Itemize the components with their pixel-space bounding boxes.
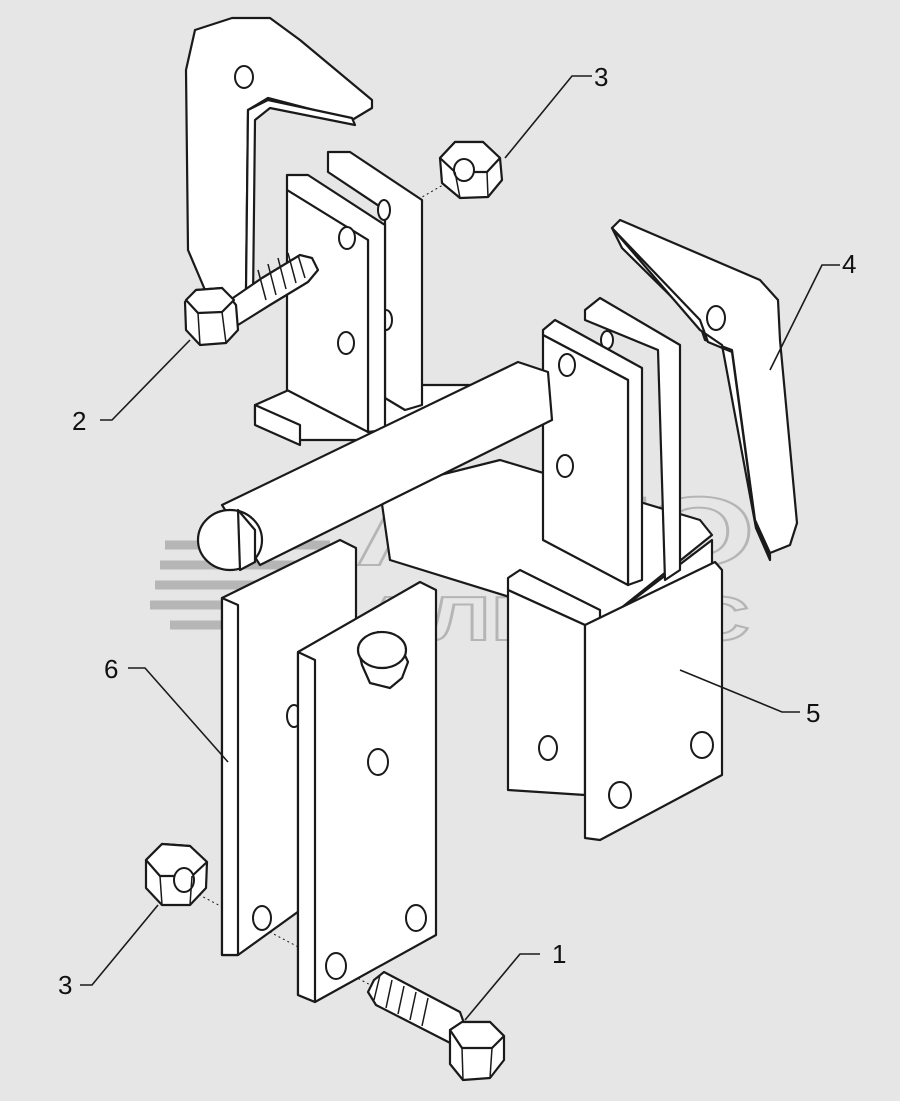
callout-3-bottom: 3 <box>58 970 72 1000</box>
leader-6 <box>128 667 229 763</box>
lower-left-plate-front-hole-1 <box>367 748 389 776</box>
lower-right-plate-front <box>583 560 724 842</box>
leader-5 <box>679 669 800 713</box>
callout-5: 5 <box>806 698 820 728</box>
nut-bottom <box>144 842 209 907</box>
leader-3-bottom <box>80 904 159 986</box>
nut-top <box>438 140 504 200</box>
middle-plate-front <box>541 318 644 587</box>
leader-3-top <box>504 75 592 159</box>
callout-3-top: 3 <box>594 62 608 92</box>
leader-4 <box>769 264 840 371</box>
upper-plate-front <box>285 173 387 434</box>
lower-left-plate-front-hole-2 <box>405 904 427 932</box>
middle-plate-front-hole-1 <box>558 353 576 377</box>
upper-plate-rear-hole-1 <box>377 199 391 221</box>
callout-4: 4 <box>842 249 856 279</box>
hook-bracket-right-hole <box>706 305 726 331</box>
hook-bracket-right <box>610 218 799 562</box>
callout-leaders <box>80 75 840 1021</box>
upper-plate-front-hole-2 <box>337 331 355 355</box>
cross-shaft <box>196 360 554 572</box>
hook-bracket-top-hole <box>234 65 254 89</box>
bolt-top <box>183 252 320 347</box>
leader-1 <box>464 953 540 1021</box>
lower-right-plate-front-hole-1 <box>690 731 714 759</box>
callout-2: 2 <box>72 406 86 436</box>
pin-lower <box>356 630 410 690</box>
bolt-bottom <box>366 970 506 1082</box>
leader-2 <box>100 339 191 421</box>
lower-right-plate-rear-hole <box>538 735 558 761</box>
callout-1: 1 <box>552 939 566 969</box>
upper-plate-front-hole-1 <box>338 226 356 250</box>
nut-bottom-bore <box>173 867 195 893</box>
lower-left-plate-front-hole-3 <box>325 952 347 980</box>
callout-labels: 1 2 3 3 4 5 6 <box>58 62 856 1000</box>
nut-top-bore <box>453 158 475 182</box>
lower-right-plate-front-hole-2 <box>608 781 632 809</box>
middle-plate-front-hole-2 <box>556 454 574 478</box>
callout-6: 6 <box>104 654 118 684</box>
lower-left-plate-front <box>296 580 438 1004</box>
lower-left-plate-rear-hole-2 <box>252 905 272 931</box>
